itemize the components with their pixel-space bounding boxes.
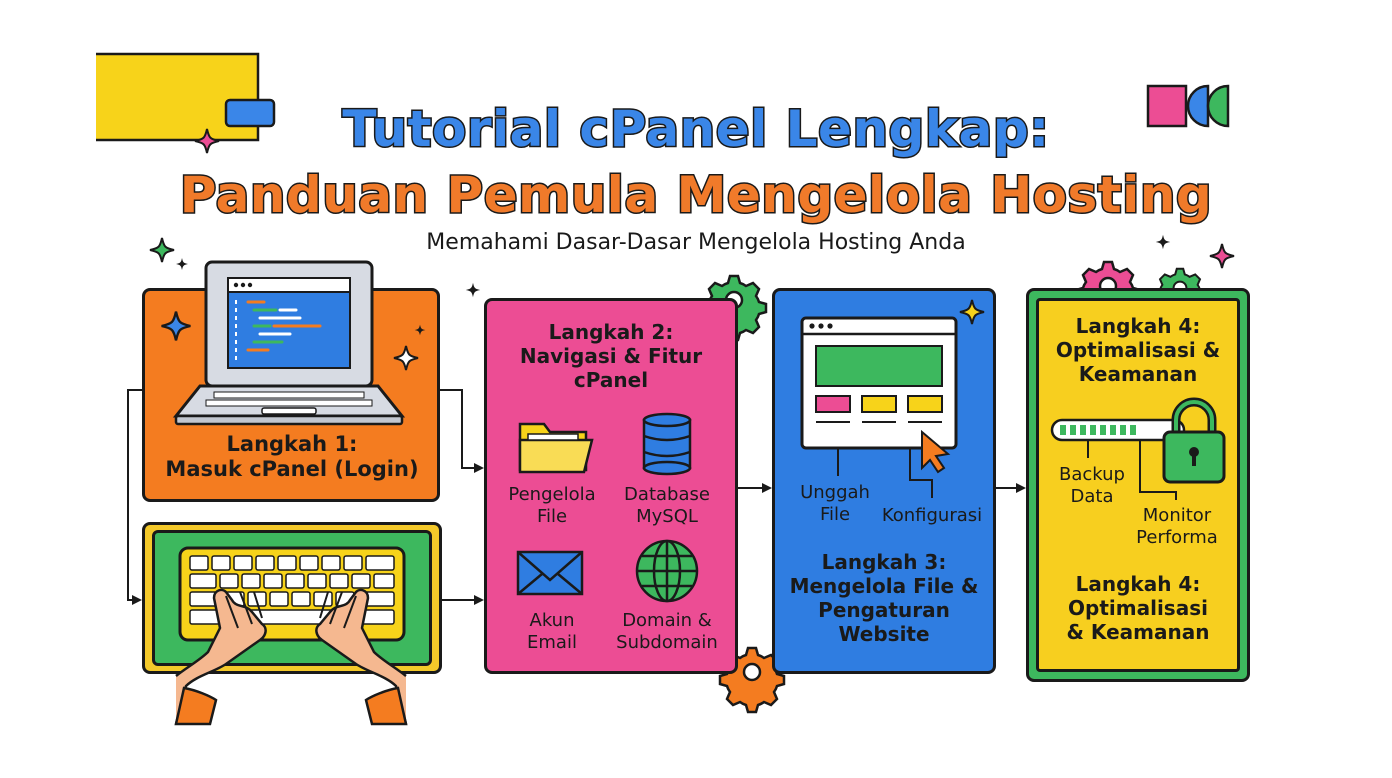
step4-title-top: Langkah 4: Optimalisasi & Keamanan <box>1055 314 1221 386</box>
corner-yellow-square <box>96 52 260 142</box>
page-title-secondary: Panduan Pemula Mengelola Hosting <box>178 165 1213 226</box>
step2-title: Langkah 2: Navigasi & Fitur cPanel <box>519 320 703 392</box>
configuration-label: Konfigurasi <box>881 505 983 526</box>
corner-blue-half-circle <box>1186 84 1210 128</box>
corner-blue-tag <box>224 98 276 128</box>
feature-database-label: Database MySQL <box>624 484 710 527</box>
step1-title: Langkah 1: Masuk cPanel (Login) <box>165 432 419 482</box>
step4-title-bottom: Langkah 4: Optimalisasi & Keamanan <box>1066 572 1210 644</box>
step4-panel-inner <box>1036 298 1240 672</box>
step4-connector-lines <box>1087 440 1177 500</box>
step3-title: Langkah 3: Mengelola File & Pengaturan W… <box>789 550 979 646</box>
hands-icon <box>174 588 408 726</box>
mail-icon <box>516 550 584 596</box>
step3-connector-lines <box>837 448 933 498</box>
cursor-icon <box>921 429 951 474</box>
monitor-performance-label: Monitor Performa <box>1136 505 1218 548</box>
flow-arrows <box>127 389 1026 605</box>
step2-panel <box>484 298 738 674</box>
backup-data-label: Backup Data <box>1059 464 1125 507</box>
upload-file-label: Unggah File <box>800 482 870 525</box>
sparkle-icon <box>160 310 192 342</box>
browser-window-icon <box>800 316 958 450</box>
database-icon <box>642 412 692 476</box>
page-title: Tutorial cPanel Lengkap: <box>341 99 1051 160</box>
padlock-icon <box>1162 397 1226 484</box>
progress-bar-icon <box>1050 418 1186 442</box>
sparkle-icon <box>393 345 419 371</box>
sparkle-icon <box>959 299 985 325</box>
page-subtitle: Memahami Dasar-Dasar Mengelola Hosting A… <box>426 230 966 255</box>
sparkle-icon <box>414 324 426 336</box>
folder-icon <box>518 422 594 474</box>
laptop-icon <box>172 260 406 426</box>
globe-icon <box>635 539 699 603</box>
feature-file-manager-label: Pengelola File <box>508 484 596 527</box>
corner-pink-square <box>1146 84 1188 128</box>
corner-green-half-circle <box>1206 84 1230 128</box>
feature-domain-label: Domain & Subdomain <box>616 610 718 653</box>
feature-email-label: Akun Email <box>527 610 577 653</box>
